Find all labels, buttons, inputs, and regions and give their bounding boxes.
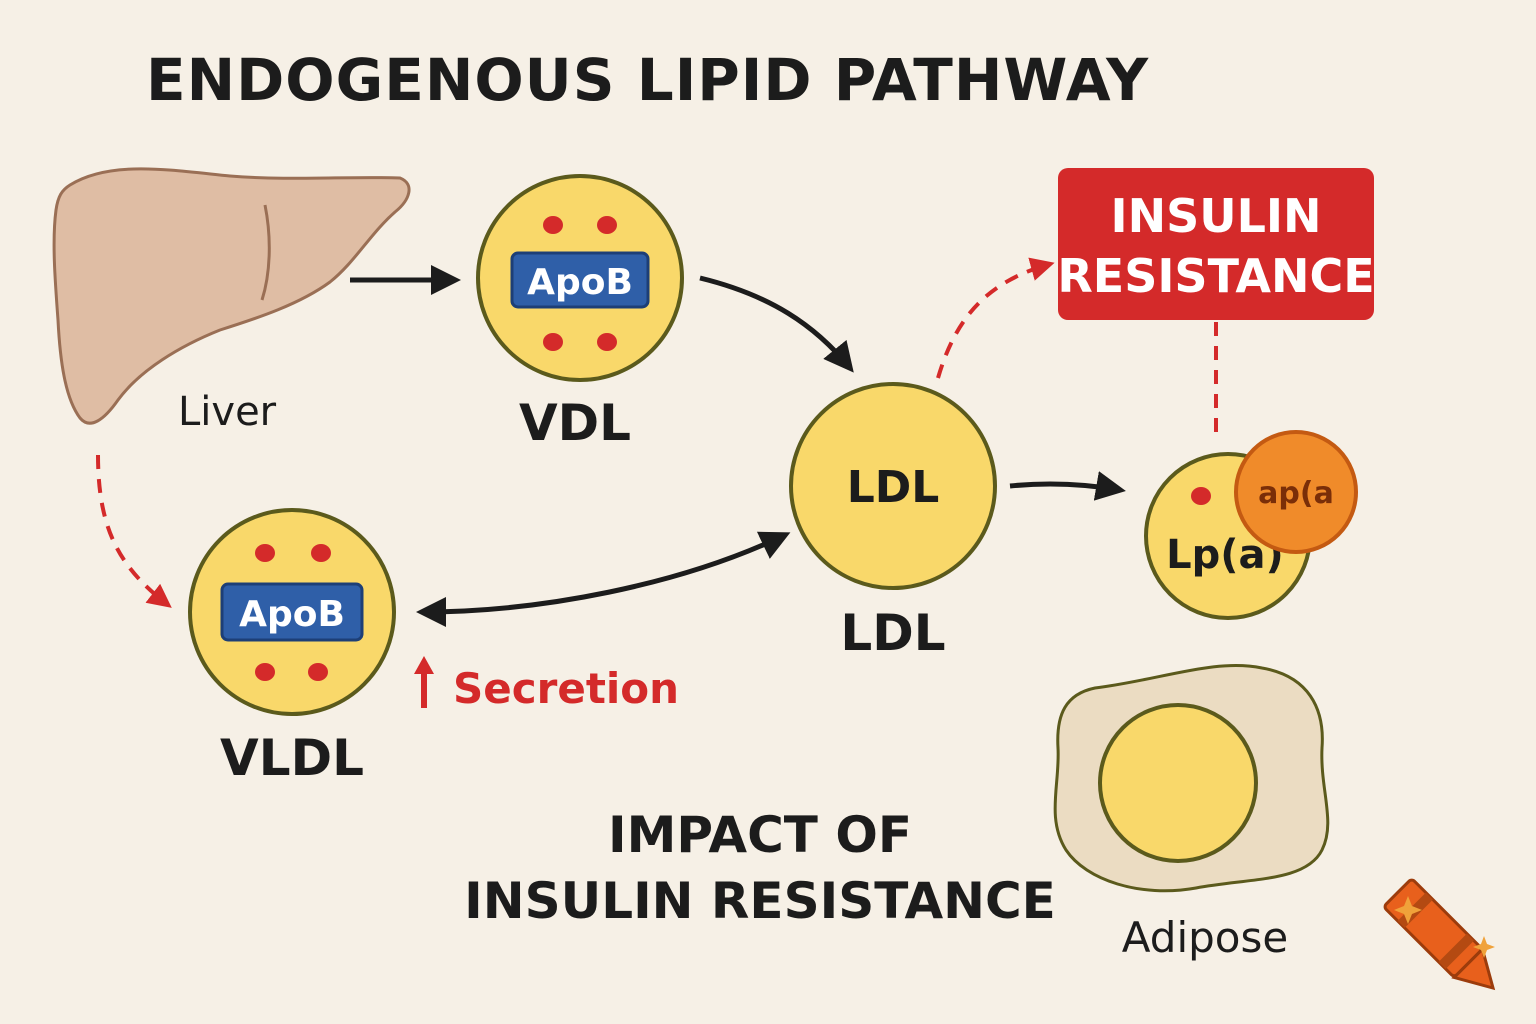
page-title: ENDOGENOUS LIPID PATHWAY: [146, 46, 1149, 114]
impact-line2: INSULIN RESISTANCE: [464, 872, 1056, 930]
adipose-label: Adipose: [1122, 913, 1288, 962]
sparkle-icon: [1394, 896, 1495, 958]
ldl-particle: LDL: [789, 382, 997, 590]
dashed-arrow-liver-to-vldl: [96, 454, 172, 608]
apob-badge-label: ApoB: [239, 594, 345, 635]
liver-icon: [52, 167, 411, 425]
arrow-vdl-to-ldl: [699, 275, 854, 373]
apob-badge: [510, 251, 650, 309]
insulin-box-line2: RESISTANCE: [1057, 249, 1374, 303]
crayon-icon: [1383, 878, 1496, 991]
liver-label: Liver: [178, 389, 277, 435]
apob-badge-label: ApoB: [527, 262, 633, 303]
impact-line1: IMPACT OF: [608, 806, 912, 864]
adipose-cell-icon: [1053, 664, 1330, 893]
dashed-arrow-ldl-to-insulin: [936, 257, 1055, 379]
insulin-resistance-box: INSULIN RESISTANCE: [1057, 168, 1375, 320]
secretion-up-arrow: [414, 656, 434, 708]
vldl-particle: ApoB: [188, 508, 396, 716]
ldl-label: LDL: [840, 604, 945, 662]
vldl-label: VLDL: [220, 729, 364, 787]
apoa-tag: ap(a: [1234, 430, 1358, 554]
ldl-inner-label: LDL: [847, 462, 940, 513]
apoa-tag-label: ap(a: [1258, 476, 1334, 511]
arrow-ldl-to-lpa: [1009, 471, 1126, 501]
vdl-label: VDL: [519, 394, 631, 452]
secretion-label: Secretion: [453, 664, 679, 713]
double-arrow-vldl-ldl: [416, 531, 791, 627]
insulin-box-line1: INSULIN: [1110, 189, 1321, 243]
vdl-particle: ApoB: [476, 174, 684, 382]
apob-badge: [220, 582, 364, 642]
